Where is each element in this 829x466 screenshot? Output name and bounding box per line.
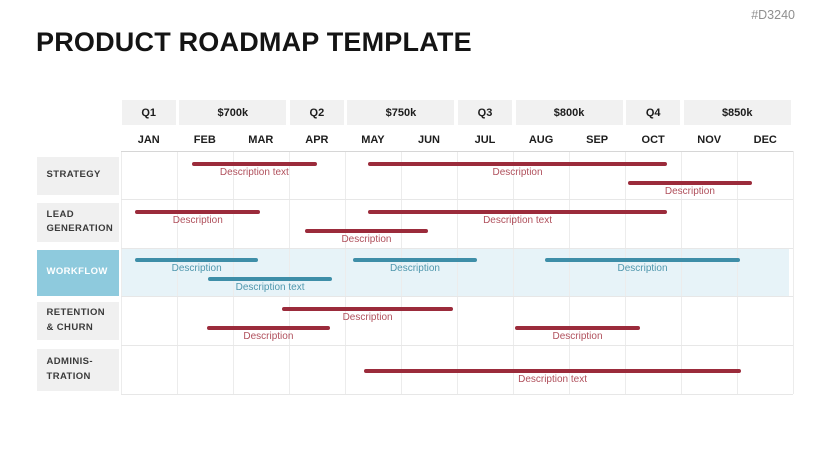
gantt-bar-label: Description [243, 330, 294, 342]
month-gridline [457, 151, 458, 394]
gantt-bar-label: Description [389, 263, 440, 274]
month-label: FEB [193, 134, 216, 146]
quarter-label-cell: Q1 [121, 100, 176, 125]
gantt-bar [191, 161, 317, 166]
gantt-bar [514, 325, 641, 330]
quarter-budget-cell: $800k [515, 100, 623, 125]
gantt-bar [544, 258, 741, 262]
product-id-stamp: #D3240 [751, 8, 795, 22]
quarter-budget-cell: $700k [179, 100, 287, 125]
sidebar-item-workflow: WORKFLOW [36, 250, 119, 296]
sidebar-item-retention-churn: RETENTION & CHURN [36, 301, 119, 340]
month-label: JUL [474, 134, 496, 146]
row-separator-line [120, 393, 794, 395]
month-gridline [400, 151, 402, 394]
gantt-bar-label: Description [617, 263, 668, 274]
gantt-bar-label: Description [172, 214, 223, 226]
gantt-bar-label: Description [342, 311, 393, 323]
gantt-bar-label: Description text [518, 373, 588, 385]
quarter-label-cell: Q2 [289, 100, 344, 125]
month-gridline [513, 151, 515, 394]
month-gridline [625, 151, 627, 394]
row-separator-line [120, 151, 794, 152]
row-separator-line [120, 247, 794, 249]
slide-title: PRODUCT ROADMAP TEMPLATE [36, 27, 472, 57]
row-separator-line [120, 344, 794, 346]
gantt-bar-label: Description [552, 330, 603, 342]
gantt-bar [282, 306, 454, 311]
month-gridline [737, 151, 739, 394]
quarter-label-cell: Q3 [458, 100, 513, 125]
month-label: APR [305, 134, 329, 146]
month-gridline [681, 151, 683, 394]
gantt-bar [367, 161, 668, 166]
gantt-bar-label: Description text [219, 166, 289, 178]
gantt-bar-label: Description text [483, 214, 552, 226]
sidebar-item-administration: ADMINIS- TRATION [36, 348, 119, 391]
month-label: MAY [361, 134, 385, 146]
gantt-bar [367, 209, 668, 214]
sidebar-item-strategy: STRATEGY [36, 156, 119, 195]
gantt-bar-label: Description [341, 233, 392, 245]
month-label: DEC [753, 134, 777, 146]
quarter-budget-cell: $750k [347, 100, 455, 125]
gantt-bar [207, 325, 330, 330]
gantt-bar [135, 258, 258, 262]
month-gridline [232, 151, 234, 394]
month-gridline [288, 151, 290, 394]
month-label: JUN [417, 134, 440, 146]
month-label: AUG [528, 134, 554, 146]
gantt-bar [208, 277, 332, 281]
gantt-bar-label: Description [171, 263, 222, 274]
month-label: JAN [137, 134, 160, 146]
month-label: OCT [641, 134, 665, 146]
month-gridline [176, 151, 178, 394]
gantt-bar-label: Description [492, 166, 543, 178]
month-label: SEP [586, 134, 609, 146]
month-label: NOV [697, 134, 722, 146]
month-gridline [569, 151, 571, 394]
gantt-bar [135, 209, 261, 214]
gantt-bar [363, 368, 742, 373]
month-gridline [344, 151, 346, 394]
row-separator-line [120, 296, 794, 297]
month-label: MAR [248, 134, 274, 146]
gantt-bar-label: Description text [235, 282, 305, 293]
quarter-budget-cell: $850k [683, 100, 791, 125]
gantt-bar-label: Description [664, 185, 715, 197]
gantt-bar [627, 180, 752, 185]
sidebar-item-lead-generation: LEAD GENERATION [36, 203, 119, 242]
gantt-bar [305, 228, 428, 233]
gantt-bar [352, 258, 478, 262]
quarter-label-cell: Q4 [626, 100, 681, 125]
highlight-row-band [120, 247, 790, 296]
month-gridline [793, 151, 795, 394]
row-separator-line [120, 199, 794, 200]
month-gridline [120, 151, 122, 394]
